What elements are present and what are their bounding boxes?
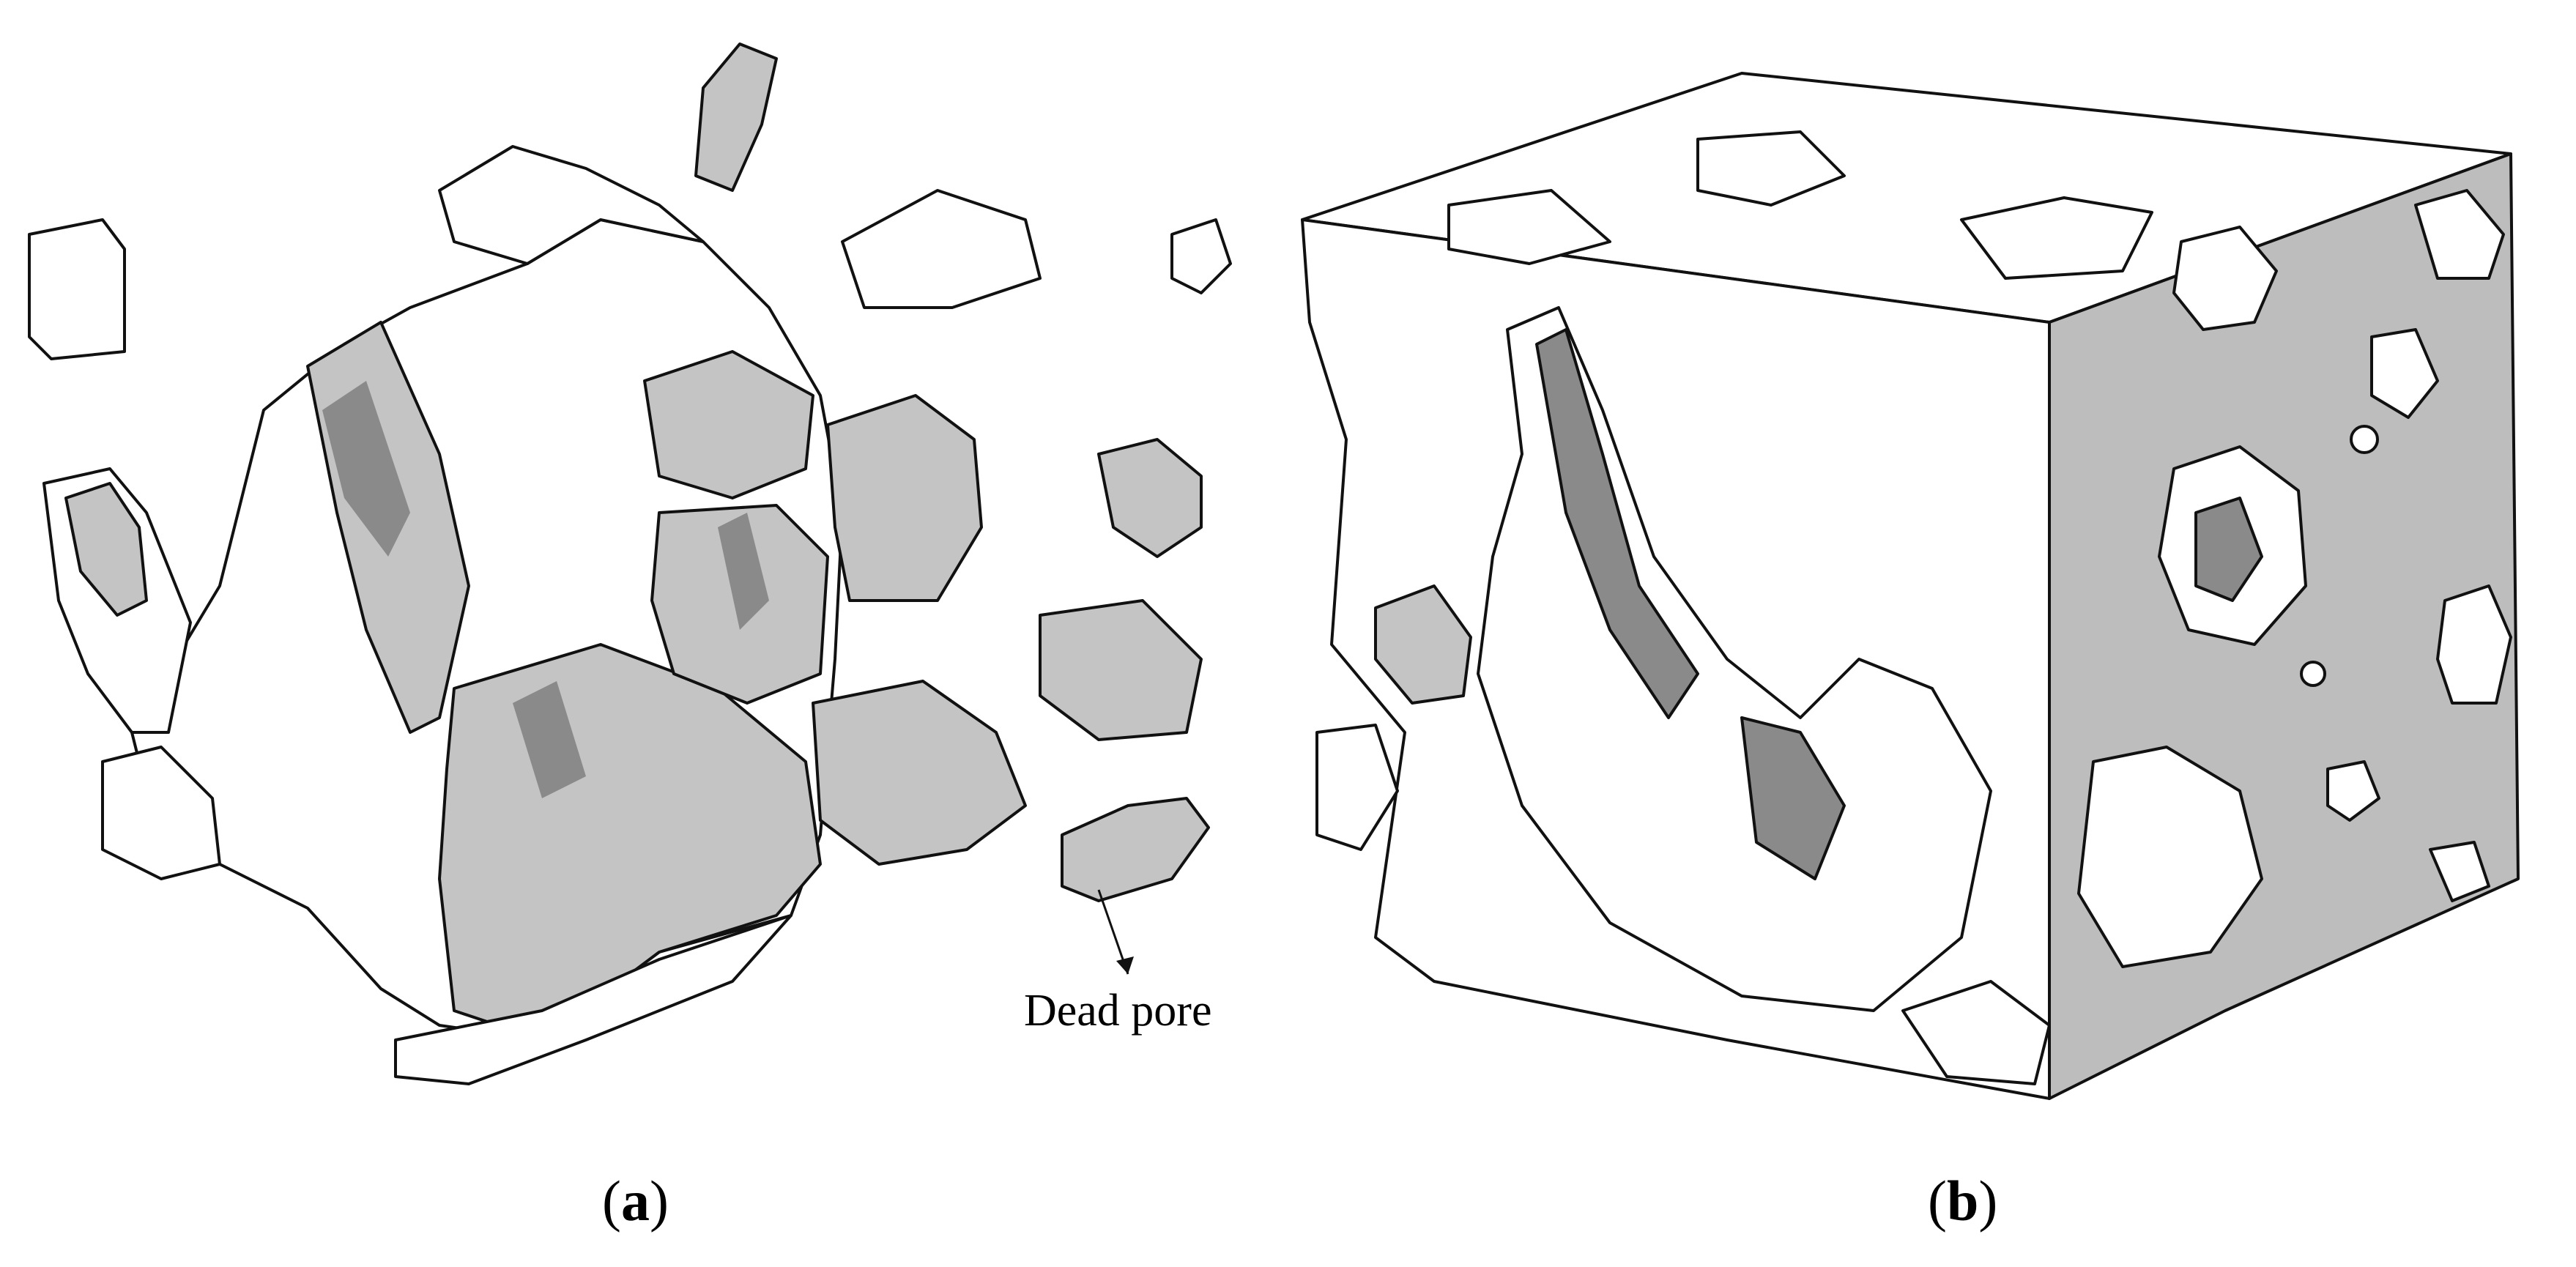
pore-fragment-left-bottom-a bbox=[101, 746, 221, 880]
dead-pore-arrow-head bbox=[1116, 956, 1134, 974]
cube-right-pore-right bbox=[2436, 584, 2512, 705]
panel-a-pore-network: Dead pore bbox=[28, 42, 1232, 1085]
pore-fragment-spike-a bbox=[694, 42, 778, 192]
cube-right-pore-bottom bbox=[2077, 746, 2263, 968]
dead-pore-label: Dead pore bbox=[1024, 986, 1212, 1036]
caption-b-close: ) bbox=[1978, 1169, 1998, 1233]
pore-fragment-left-box-a bbox=[28, 218, 126, 360]
cube-left-channel-shade bbox=[1535, 328, 1699, 719]
pore-surface-lowright-a bbox=[812, 680, 1027, 866]
caption-panel-a: (a) bbox=[602, 1168, 669, 1234]
cube-top-pore-3 bbox=[1960, 196, 2153, 280]
cube-right-pore-upper bbox=[2172, 226, 2278, 331]
pore-fragment-right-lower-a bbox=[1039, 599, 1203, 741]
caption-b-open: ( bbox=[1928, 1169, 1947, 1233]
caption-a-close: ) bbox=[649, 1169, 669, 1233]
pore-cube-illustration-b bbox=[1301, 72, 2520, 1100]
pore-fragment-right-top-a bbox=[1170, 218, 1232, 294]
pore-surface-right-a bbox=[826, 394, 983, 602]
cube-right-pore-dot-2 bbox=[2300, 661, 2326, 687]
cube-top-pore-2 bbox=[1696, 130, 1846, 207]
cube-right-pore-small-1 bbox=[2326, 760, 2380, 822]
caption-a-letter: a bbox=[620, 1169, 650, 1233]
pore-fragment-left-shade-a bbox=[64, 482, 148, 617]
pore-fragment-topright-a bbox=[841, 189, 1042, 309]
caption-panel-b: (b) bbox=[1928, 1168, 1997, 1234]
caption-b-letter: b bbox=[1946, 1169, 1979, 1233]
cube-left-pore-small bbox=[1374, 584, 1472, 705]
pore-fragment-top-a bbox=[438, 145, 705, 265]
pore-surface-upper-a bbox=[643, 350, 814, 499]
caption-a-open: ( bbox=[602, 1169, 621, 1233]
bottom-edge-a bbox=[394, 914, 793, 1085]
pore-fragment-right-a bbox=[1097, 438, 1203, 558]
cube-bottom-pore bbox=[1901, 980, 2051, 1085]
panel-b-pore-cube bbox=[1288, 0, 2576, 1267]
cube-left-edge-pore bbox=[1315, 724, 1399, 851]
shading-a bbox=[322, 381, 769, 798]
cube-right-pore-mid bbox=[2370, 328, 2439, 419]
cube-top-pore-1 bbox=[1447, 189, 1611, 265]
dead-pore-shape bbox=[1061, 797, 1210, 902]
pore-network-illustration-a bbox=[28, 42, 1232, 1085]
cube-right-pore-center-shade bbox=[2194, 497, 2263, 602]
cube-right-pore-topright bbox=[2414, 189, 2505, 280]
cube-right-pore-small-2 bbox=[2429, 841, 2490, 902]
cube-left-channel-shade-2 bbox=[1740, 716, 1846, 880]
cube-right-pore-dot bbox=[2350, 425, 2379, 454]
